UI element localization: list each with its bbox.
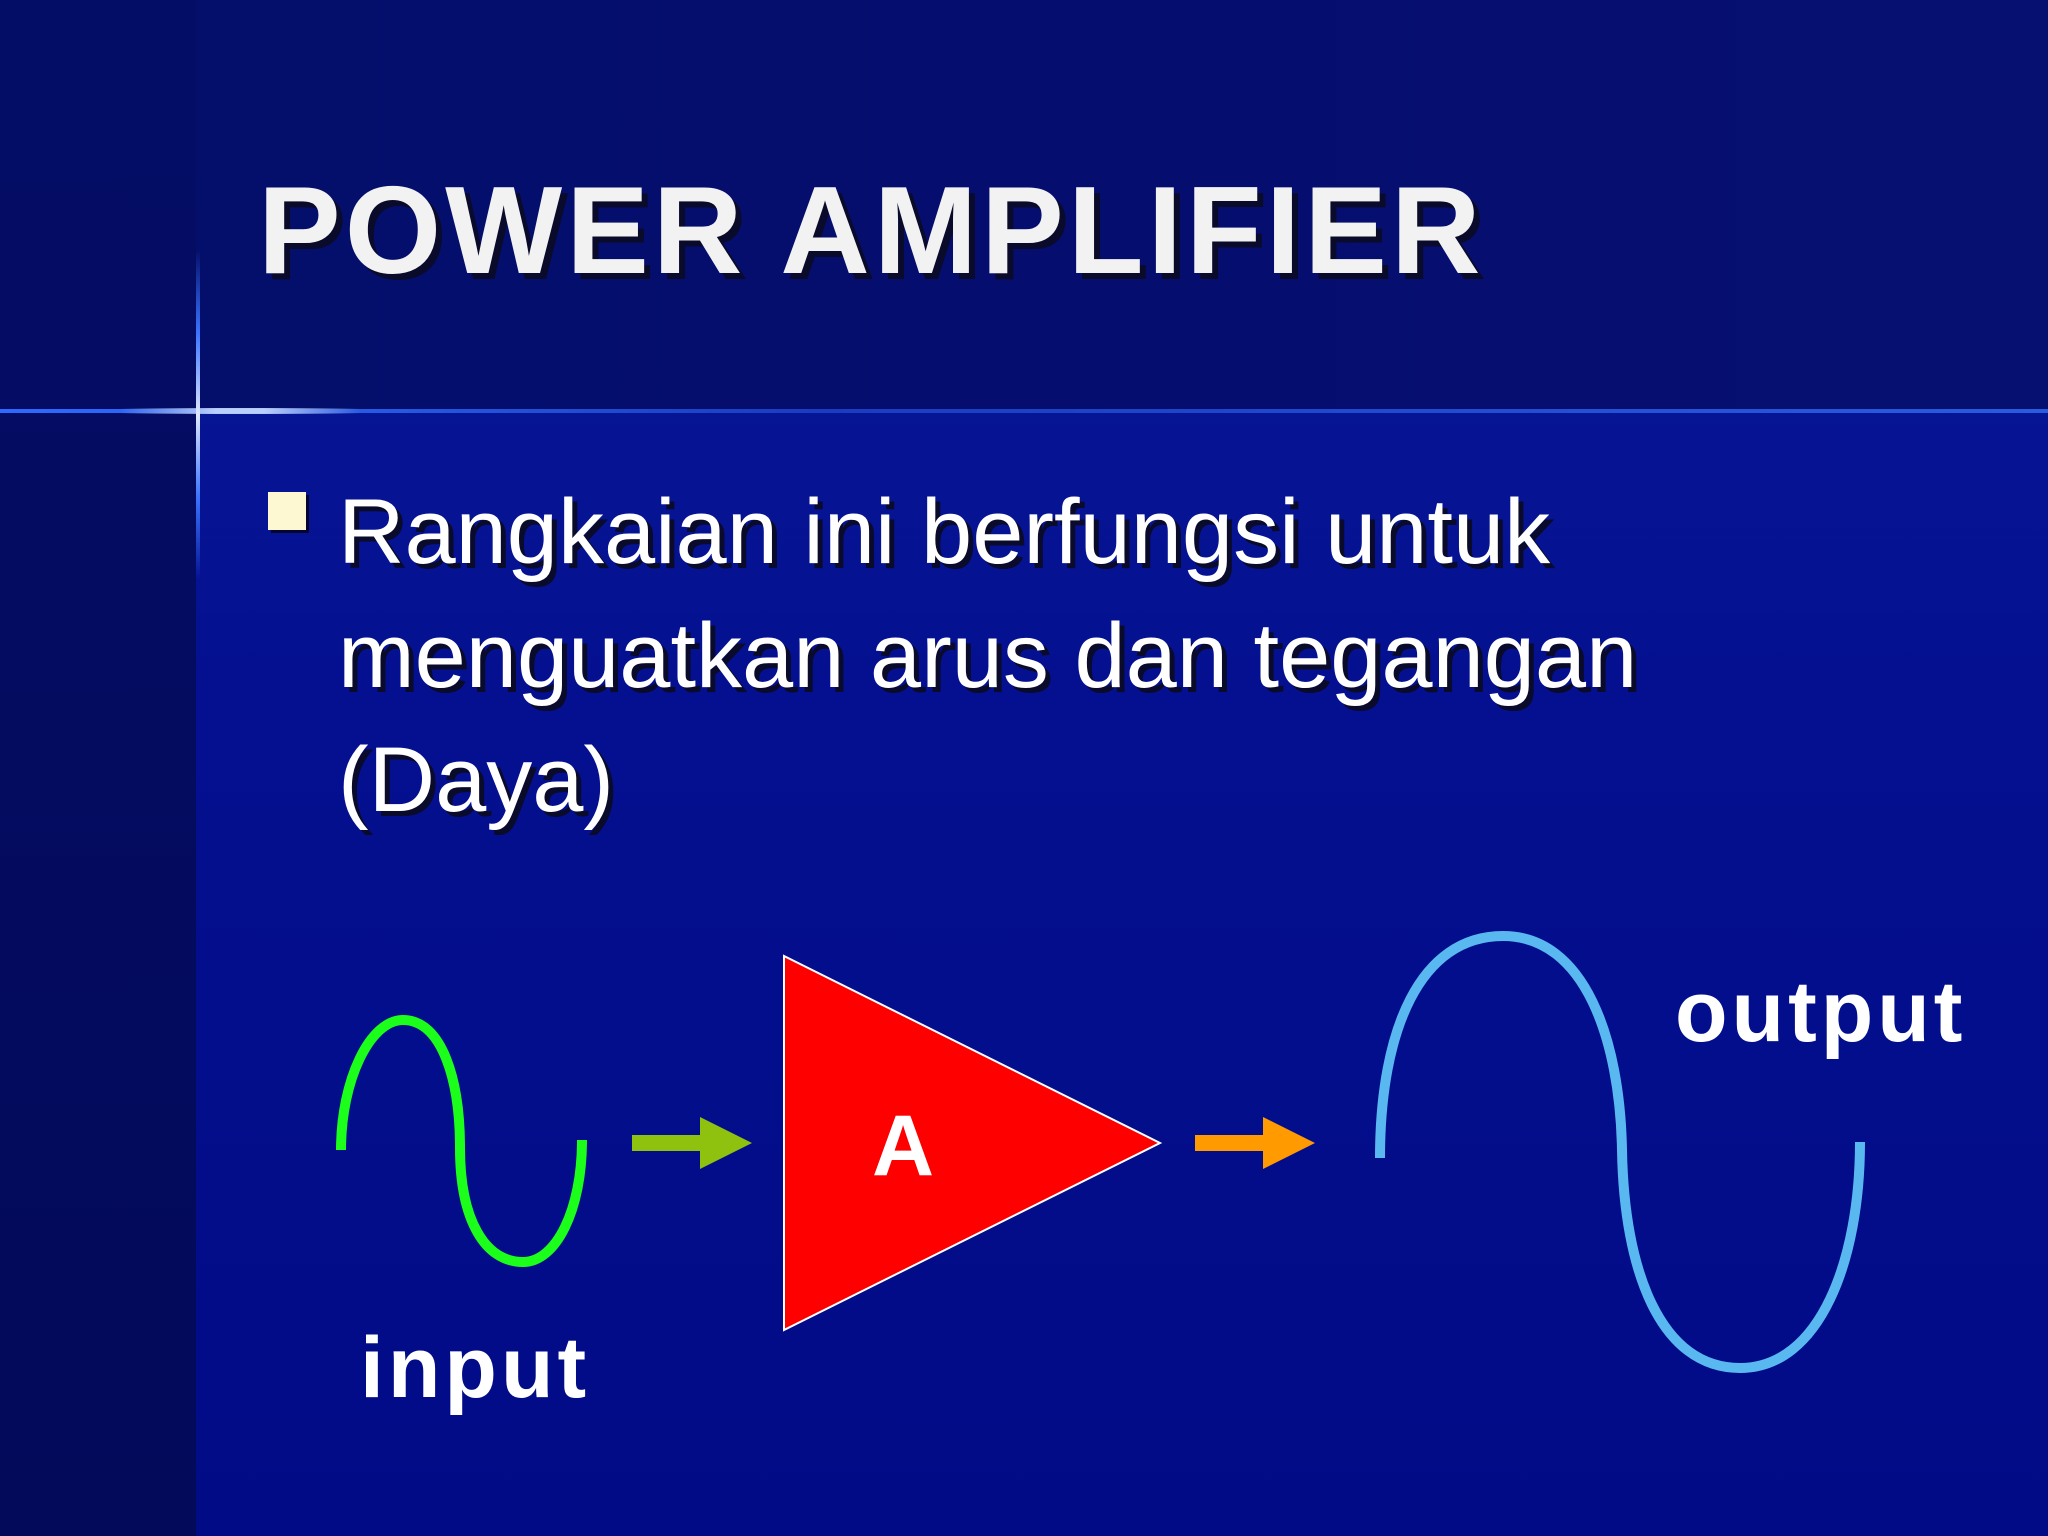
horizontal-divider <box>0 409 2048 413</box>
vertical-divider <box>196 250 200 580</box>
output-arrow-shaft <box>1195 1135 1267 1151</box>
divider-glow <box>120 408 360 414</box>
amplifier-label: A <box>872 1098 934 1194</box>
bullet-line-3: (Daya) <box>338 729 615 831</box>
input-label: input <box>360 1320 590 1416</box>
bullet-square-icon <box>268 492 306 530</box>
title-band <box>0 0 2048 412</box>
input-wave <box>336 1014 587 1268</box>
input-arrow-icon <box>632 1117 752 1169</box>
input-arrow-head <box>700 1117 752 1169</box>
left-band <box>0 0 196 1536</box>
input-arrow-shaft <box>632 1135 704 1151</box>
output-wave <box>1375 930 1865 1374</box>
bullet-line-1: Rangkaian ini berfungsi untuk <box>338 481 1551 583</box>
bullet-line-2: menguatkan arus dan tegangan <box>338 605 1638 707</box>
output-arrow-head <box>1263 1117 1315 1169</box>
bullet-text: Rangkaian ini berfungsi untuk menguatkan… <box>338 470 1838 842</box>
output-label: output <box>1675 964 1966 1060</box>
amplifier-triangle <box>783 954 1163 1332</box>
output-arrow-icon <box>1195 1117 1315 1169</box>
slide-title: POWER AMPLIFIER <box>258 162 1485 300</box>
